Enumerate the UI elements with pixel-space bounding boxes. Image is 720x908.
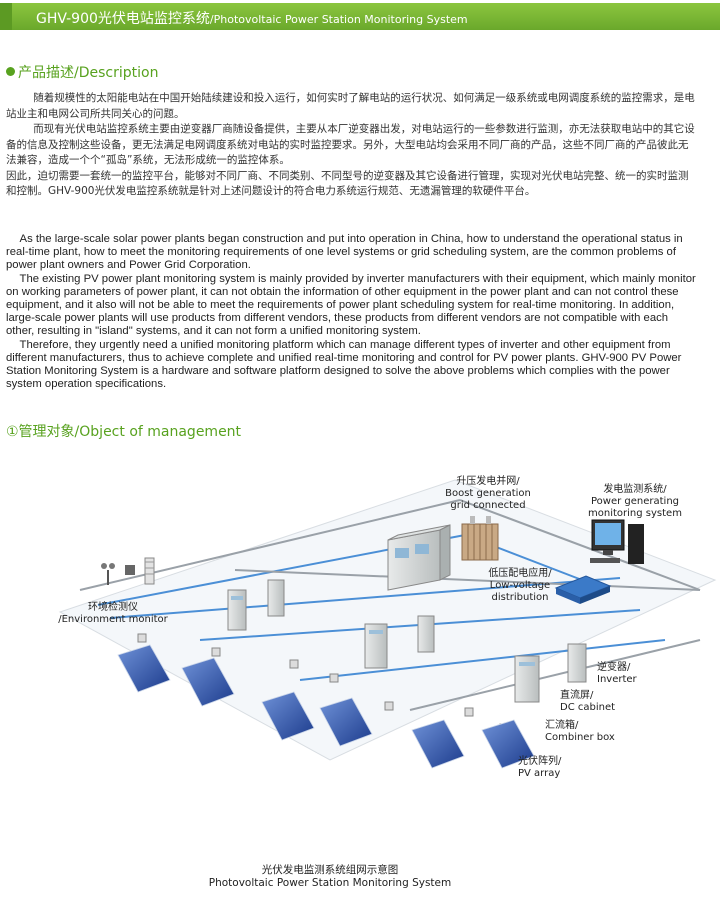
environment-label-cn: 环境检测仪 [88, 602, 138, 613]
cabinet [567, 643, 587, 683]
data-line [299, 639, 666, 681]
cabinet [364, 623, 388, 669]
environment-label-en: /Environment monitor [58, 614, 168, 625]
dc-cabinet-label: 直流屏/ DC cabinet [560, 690, 615, 714]
diagram-caption-cn: 光伏发电监测系统组网示意图 [261, 864, 399, 876]
pv-array-label-en: PV array [518, 768, 561, 779]
combiner-box [211, 647, 221, 657]
power-line [79, 499, 461, 591]
combiner-box [384, 701, 394, 711]
en-paragraph-1: As the large-scale solar power plants be… [6, 233, 683, 272]
pv-array-label-cn: 光伏阵列/ [518, 756, 562, 767]
description-en: As the large-scale solar power plants be… [6, 233, 696, 391]
combiner-box [329, 673, 339, 683]
diagram-caption-en: Photovoltaic Power Station Monitoring Sy… [208, 877, 452, 889]
network-diagram: 升压发电并网/ Boost generation grid connected … [0, 440, 720, 860]
dc-cabinet-label-cn: 直流屏/ [560, 690, 594, 701]
header-banner: GHV-900光伏电站监控系统/Photovoltaic Power Stati… [0, 3, 720, 30]
inverter-label-en: Inverter [597, 674, 637, 685]
en-paragraph-2: The existing PV power plant monitoring s… [6, 272, 696, 338]
combiner-box [464, 707, 474, 717]
cabinet [227, 589, 247, 631]
description-cn: 随着规模性的太阳能电站在中国开始陆续建设和投入运行，如何实时了解电站的运行状况、… [6, 91, 696, 200]
environment-monitor [101, 557, 155, 585]
pv-array-label: 光伏阵列/ PV array [518, 756, 561, 780]
pv-panel [319, 697, 373, 747]
boost-label-en1: Boost generation [445, 488, 531, 499]
monitoring-label: 发电监测系统/ Power generating monitoring syst… [580, 484, 690, 520]
description-heading-text: 产品描述/Description [18, 65, 159, 81]
monitoring-label-en1: Power generating [590, 496, 680, 507]
boost-label: 升压发电并网/ Boost generation grid connected [438, 476, 538, 512]
pv-arrays [117, 644, 535, 769]
management-heading-text: ①管理对象/Object of management [6, 424, 242, 440]
combiner-label-cn: 汇流箱/ [545, 720, 579, 731]
environment-label: 环境检测仪 /Environment monitor [58, 602, 168, 626]
switchgear [387, 524, 451, 591]
pv-panel [411, 719, 465, 769]
cn-paragraph-2: 而现有光伏电站监控系统主要由逆变器厂商随设备提供，主要从本厂逆变器出发，对电站运… [6, 123, 695, 166]
power-line [409, 639, 701, 711]
pv-panel [481, 719, 535, 769]
bullet-icon [6, 67, 15, 76]
cabinet [417, 615, 435, 653]
network-diagram-svg [58, 479, 717, 769]
cabinets [227, 579, 587, 703]
pv-panel [261, 691, 315, 741]
network-switch [554, 575, 612, 604]
page-title-cn: GHV-900光伏电站监控系统 [36, 11, 210, 27]
boost-label-en2: grid connected [450, 500, 526, 511]
page-title-en: /Photovoltaic Power Station Monitoring S… [209, 13, 468, 26]
en-paragraph-3: Therefore, they urgently need a unified … [6, 338, 682, 391]
power-line [234, 569, 701, 591]
page-title: GHV-900光伏电站监控系统/Photovoltaic Power Stati… [36, 8, 468, 28]
cn-paragraph-3: 因此，迫切需要一套统一的监控平台，能够对不同厂商、不同类别、不同型号的逆变器及其… [6, 169, 689, 198]
transformer [461, 516, 499, 561]
low-voltage-label-en2: distribution [491, 592, 549, 603]
monitoring-label-en2: monitoring system [588, 508, 682, 519]
management-heading: ①管理对象/Object of management [6, 421, 241, 441]
banner-stripe [0, 3, 12, 30]
low-voltage-label-en1: Low-voltage [489, 580, 551, 591]
combiner-label-en: Combiner box [545, 732, 615, 743]
inverter-label: 逆变器/ Inverter [597, 662, 637, 686]
monitoring-label-cn: 发电监测系统/ [603, 484, 667, 495]
inverter-label-cn: 逆变器/ [597, 662, 631, 673]
low-voltage-label: 低压配电应用/ Low-voltage distribution [480, 568, 560, 604]
description-heading: 产品描述/Description [6, 62, 158, 82]
power-lines [79, 499, 701, 711]
data-line [109, 577, 621, 619]
cabinet [267, 579, 285, 617]
dc-cabinet-label-en: DC cabinet [560, 702, 616, 713]
power-line [459, 499, 701, 591]
combiner-label: 汇流箱/ Combiner box [545, 720, 615, 744]
combiner-box [137, 633, 147, 643]
combiner-box [289, 659, 299, 669]
cabinet [514, 655, 540, 703]
computer [590, 519, 644, 564]
cn-paragraph-1: 随着规模性的太阳能电站在中国开始陆续建设和投入运行，如何实时了解电站的运行状况、… [6, 92, 695, 120]
low-voltage-label-cn: 低压配电应用/ [488, 568, 552, 579]
pv-panel [181, 657, 235, 707]
diagram-caption: 光伏发电监测系统组网示意图 Photovoltaic Power Station… [0, 864, 660, 890]
banner-background [12, 3, 720, 30]
boost-label-cn: 升压发电并网/ [456, 476, 520, 487]
pv-panel [117, 644, 171, 693]
